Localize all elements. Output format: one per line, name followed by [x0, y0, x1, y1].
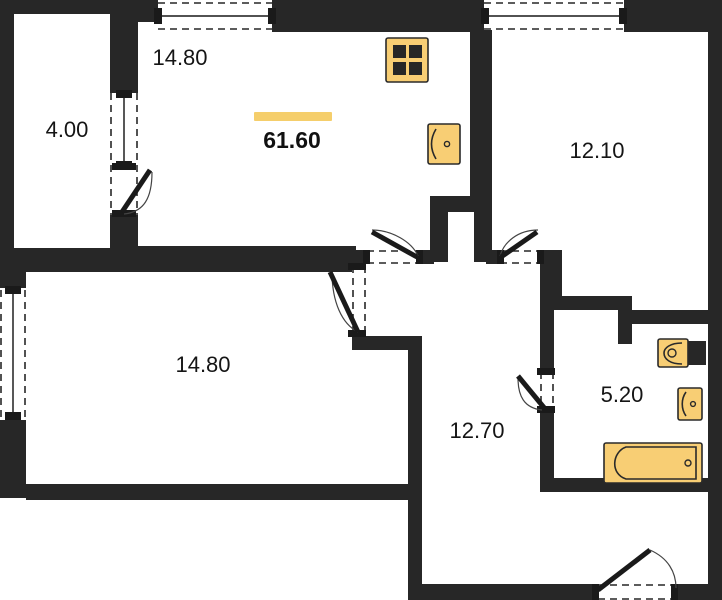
toilet-icon: [657, 338, 706, 368]
bedroom-left-door: [327, 263, 366, 337]
area-label-bedroom-right: 12.10: [569, 138, 624, 163]
area-label-bathroom: 5.20: [601, 382, 644, 407]
bathroom-door: [516, 368, 555, 413]
window-kitchen: [154, 2, 276, 30]
sink-icon: [427, 123, 461, 165]
window-balcony: [110, 90, 138, 169]
total-area-accent-bar: [254, 112, 332, 121]
bedroom-right-door: [497, 229, 544, 264]
bathtub-icon: [603, 442, 703, 484]
area-label-hall: 12.70: [449, 418, 504, 443]
balcony-door: [110, 163, 153, 217]
area-label-kitchen-living: 14.80: [152, 45, 207, 70]
room-labels: 4.00 14.80 12.10 14.80 12.70 5.20: [46, 45, 644, 443]
entrance-door: [592, 548, 678, 600]
doors: [110, 163, 678, 600]
fixtures: [385, 37, 706, 484]
window-bedroom-right: [481, 2, 627, 30]
total-area-badge: 61.60: [254, 112, 332, 153]
stove-icon: [385, 37, 429, 83]
window-bedroom-left: [0, 286, 26, 420]
sink-icon: [677, 387, 703, 421]
total-area-value: 61.60: [263, 127, 321, 153]
area-label-bedroom-left: 14.80: [175, 352, 230, 377]
windows: [0, 2, 627, 420]
area-label-balcony: 4.00: [46, 117, 89, 142]
kitchen-door: [363, 229, 423, 264]
